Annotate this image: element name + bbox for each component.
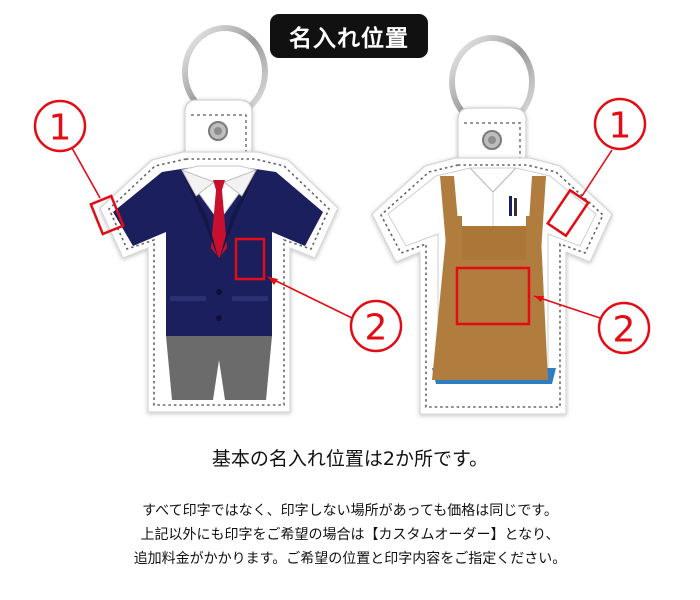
note-line-1: すべて印字ではなく、印字しない場所があっても価格は同じです。 <box>142 503 558 519</box>
svg-text:2: 2 <box>613 310 636 351</box>
marker-2-right-icon: 2 <box>597 301 651 355</box>
headline-text: 基本の名入れ位置は2か所です。 <box>211 448 489 470</box>
page-title: 名入れ位置 <box>270 14 428 58</box>
apron-chest-print-area <box>455 266 531 326</box>
leader-line <box>71 147 101 199</box>
note-line-2: 上記以外にも印字をご希望の場合は【カスタムオーダー】となり、 <box>140 527 560 543</box>
apron-keychain: 1 2 <box>371 35 651 415</box>
note-line-3: 追加料金がかかります。ご希望の位置と印字内容をご指定ください。 <box>133 551 567 567</box>
leader-line <box>267 276 353 319</box>
svg-text:1: 1 <box>609 106 632 147</box>
svg-text:2: 2 <box>365 308 388 349</box>
keychain-illustration: 1 2 <box>33 25 651 415</box>
left-sleeve-print-area <box>89 194 125 236</box>
marker-1-left-icon: 1 <box>33 99 87 153</box>
leader-line <box>533 295 601 319</box>
leader-line <box>581 149 613 197</box>
marker-1-right-icon: 1 <box>593 97 647 151</box>
marker-2-left-icon: 2 <box>349 299 403 353</box>
svg-text:1: 1 <box>49 108 72 149</box>
left-chest-print-area <box>234 237 266 281</box>
suit-keychain: 1 2 <box>33 25 403 413</box>
right-sleeve-print-area <box>545 188 591 238</box>
